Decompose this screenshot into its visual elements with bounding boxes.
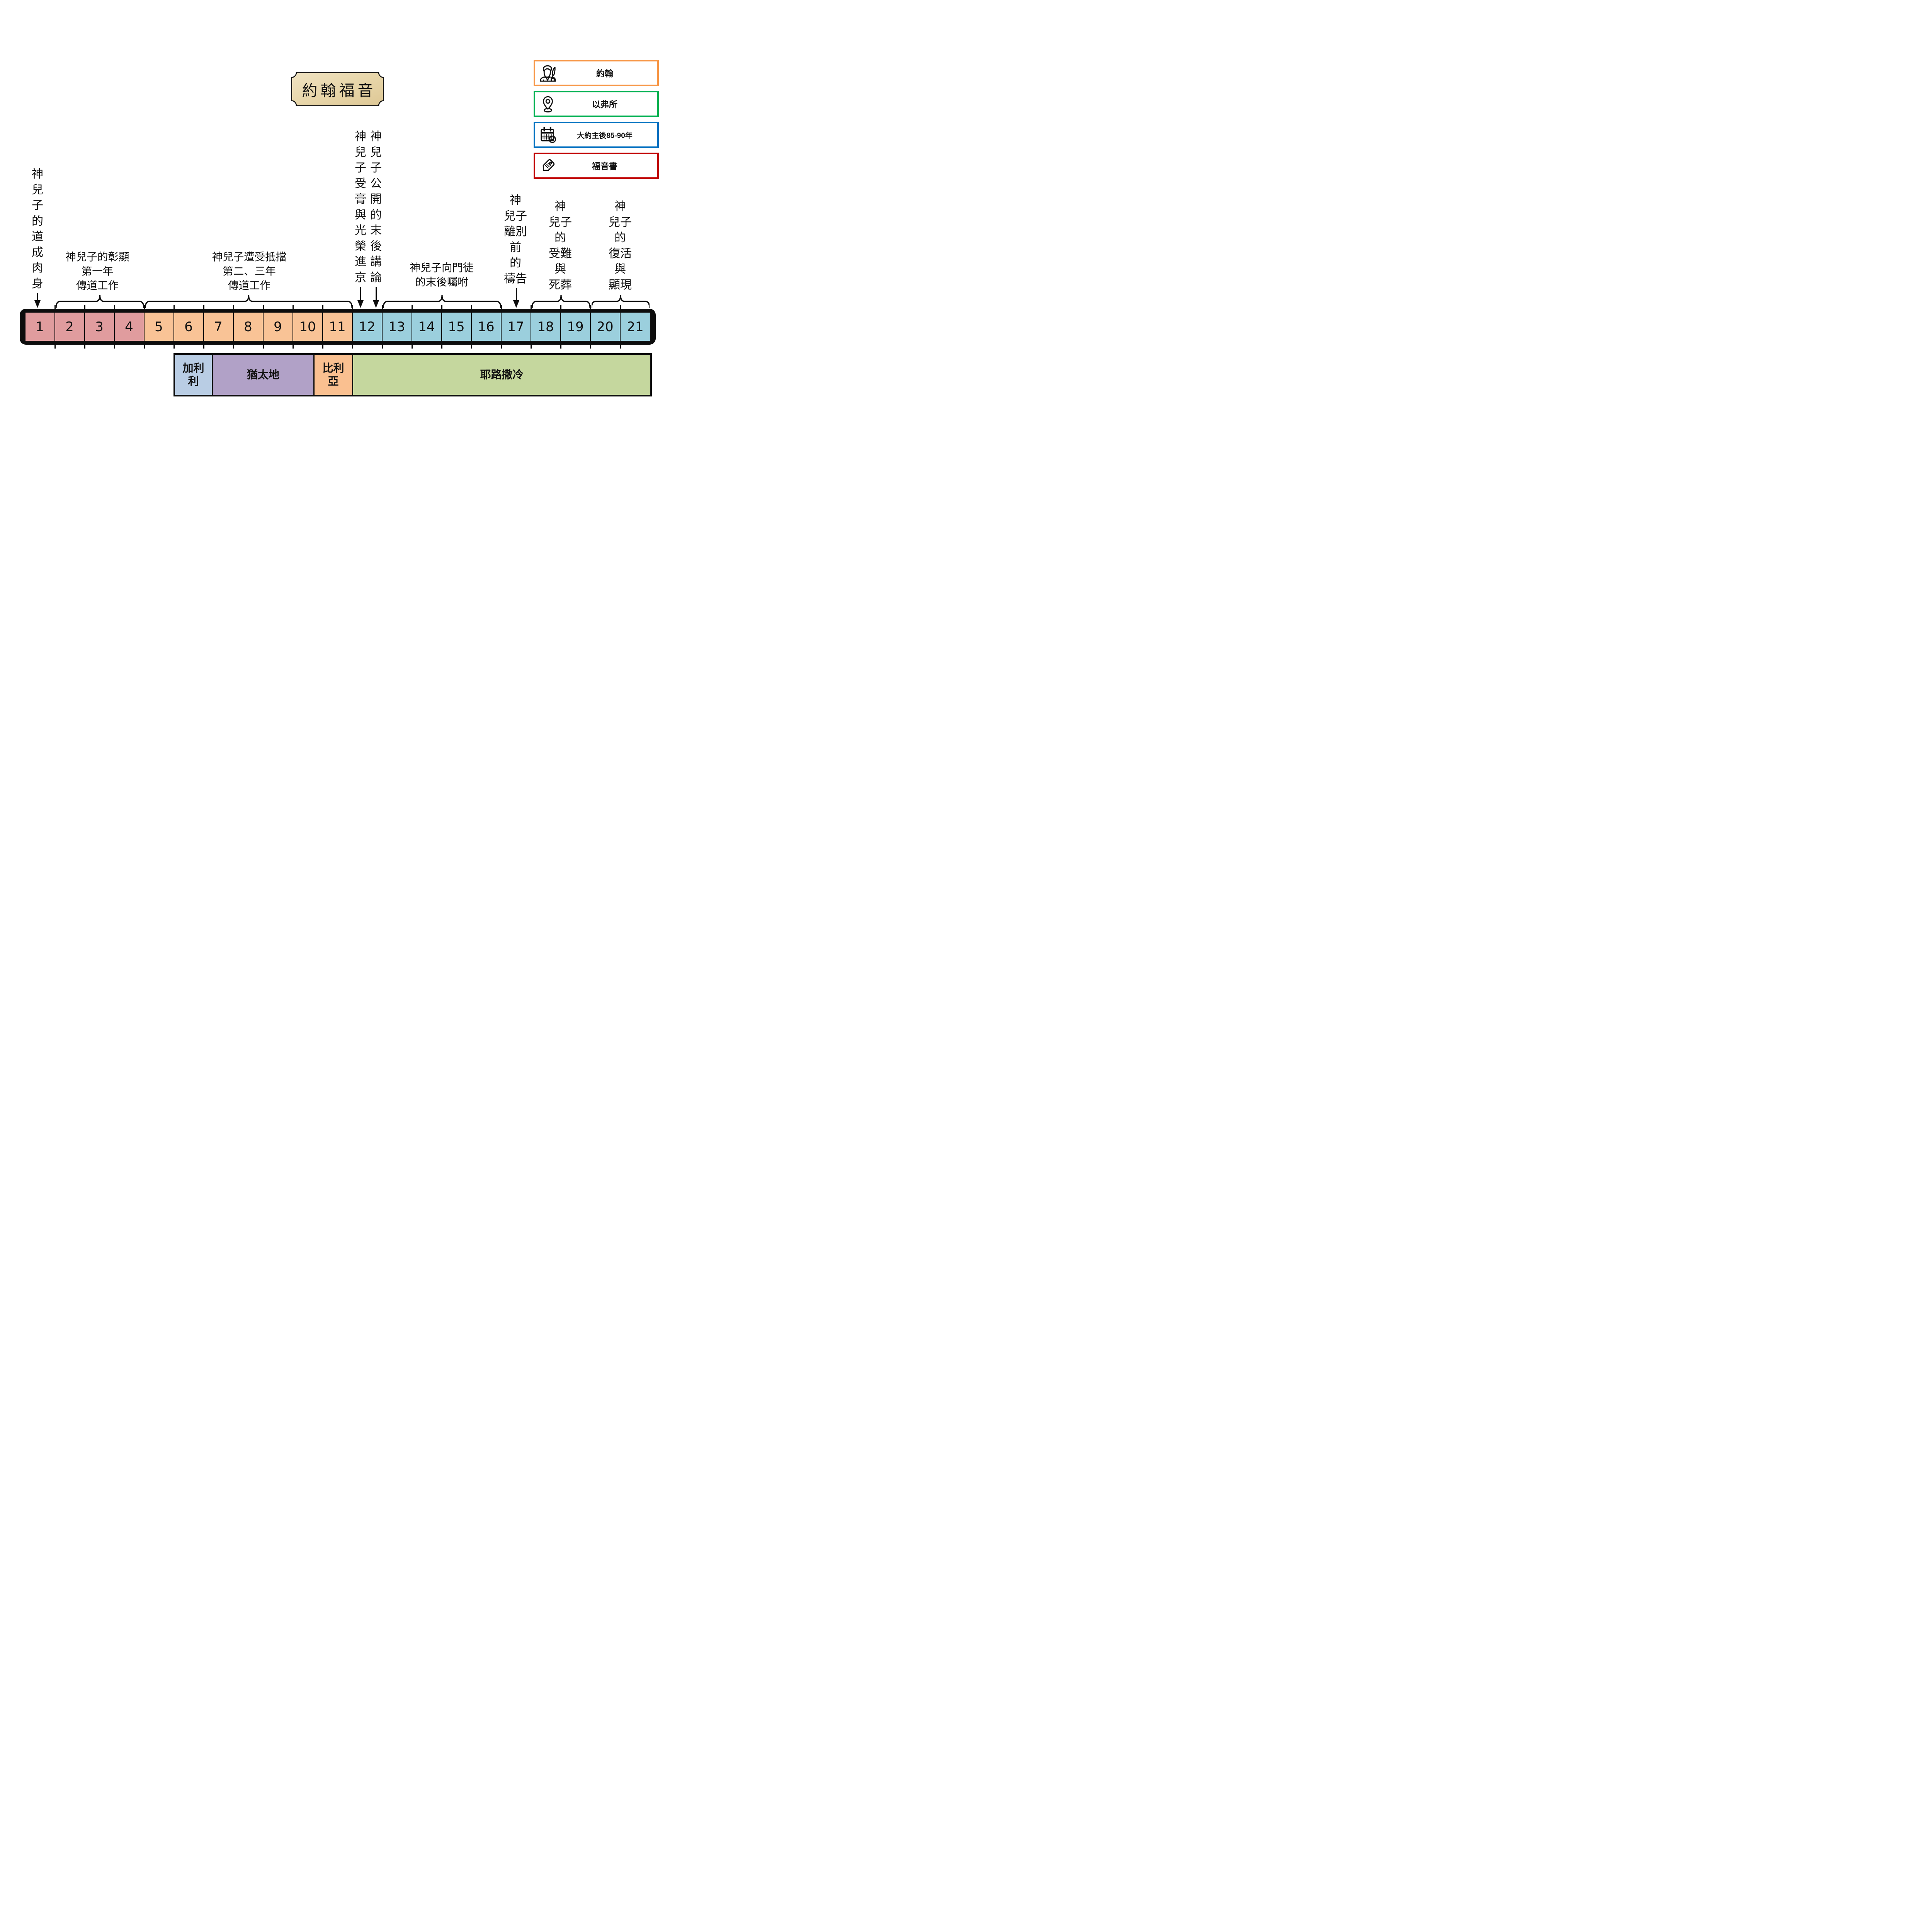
plaque-background [291,72,384,106]
chapter-cell-19: 19 [561,313,591,341]
brace-ch5-11 [144,295,353,310]
chapter-number: 20 [597,319,614,335]
chapter-number: 13 [388,319,405,335]
departing-prayer-label-arrow [515,288,517,300]
chapter-cell-6: 6 [174,313,204,341]
location-bar: 加利 利猶太地比利 亞耶路撒冷 [173,353,652,396]
chapter-cell-11: 11 [323,313,353,341]
brace-ch18-19 [531,295,591,310]
chapter-number: 16 [478,319,495,335]
location-segment-perea: 比利 亞 [313,355,352,395]
first-year-label: 神兒子的彰顯 第一年 傳道工作 [65,251,129,291]
chapter-cell-14: 14 [412,313,442,341]
legend-author-label: 約翰 [596,69,613,78]
chapter-cell-17: 17 [501,313,531,341]
chapter-cell-2: 2 [55,313,85,341]
chapter-number: 12 [359,319,376,335]
chapter-cell-3: 3 [85,313,115,341]
chapter-cell-21: 21 [620,313,650,341]
chapter-cell-5: 5 [144,313,174,341]
departing-prayer-label-arrowhead [513,300,519,308]
chapter-number: 5 [155,319,163,335]
chapter-number: 15 [448,319,465,335]
chapter-number: 9 [274,319,282,335]
legend-category-label: 福音書 [592,162,617,171]
opposition-label: 神兒子遭受抵擋 第二、三年 傳道工作 [212,251,287,291]
location-segment-galilee: 加利 利 [175,355,212,395]
location-segment-judea: 猶太地 [212,355,313,395]
calendar-icon [539,126,557,144]
chapter-cell-18: 18 [531,313,561,341]
incarnation-label-arrowhead [34,300,41,308]
tag-icon [539,157,557,175]
anointing-entry-label-arrow [360,287,361,300]
chapter-number: 4 [125,319,133,335]
author-icon [539,64,557,82]
legend-place-box: 以弗所 [534,91,659,117]
legend-date-box: 大約主後85-90年 [534,122,659,148]
chapter-cell-15: 15 [442,313,472,341]
chapter-number: 3 [95,319,104,335]
chapter-number: 19 [567,319,584,335]
brace-ch20-21 [590,295,650,310]
chapter-cell-8: 8 [233,313,264,341]
brace-ch2-4 [55,295,145,310]
public-discourse-label: 神 兒 子 公 開 的 末 後 講 論 [370,130,382,284]
legend-author-box: 約翰 [534,60,659,86]
chapter-number: 14 [418,319,435,335]
chapter-number: 10 [299,319,316,335]
public-discourse-label-arrowhead [372,300,379,308]
chapter-cell-10: 10 [293,313,323,341]
title-plaque: 約翰福音 [291,72,384,106]
chapter-number: 21 [627,319,644,335]
chapter-number: 17 [507,319,524,335]
page-title: 約翰福音 [302,82,376,99]
public-discourse-label-arrow [375,287,377,300]
final-charge-label: 神兒子向門徒 的末後囑咐 [410,262,474,288]
legend-date-label: 大約主後85-90年 [577,131,633,140]
location-pin-icon [539,95,557,113]
suffering-label: 神 兒子 的 受難 與 死葬 [549,200,572,291]
chapter-number: 1 [36,319,44,335]
departing-prayer-label: 神 兒子 離別 前 的 禱告 [504,194,527,285]
incarnation-label: 神 兒 子 的 道 成 肉 身 [32,168,43,290]
chapter-cell-13: 13 [382,313,412,341]
chapter-number: 11 [329,319,346,335]
chapter-cell-16: 16 [471,313,502,341]
chapter-number: 8 [244,319,252,335]
chapter-cell-4: 4 [114,313,145,341]
location-segment-jerusalem: 耶路撒冷 [352,355,650,395]
chapter-cell-12: 12 [352,313,383,341]
chapter-cell-7: 7 [204,313,234,341]
chapter-number: 18 [537,319,554,335]
chapter-cell-9: 9 [263,313,293,341]
chapter-number: 2 [65,319,74,335]
legend-place-label: 以弗所 [592,100,617,109]
chapter-number: 6 [184,319,193,335]
anointing-entry-label: 神 兒 子 受 膏 與 光 榮 進 京 [355,130,366,284]
legend-category-box: 福音書 [534,153,659,179]
chapter-number: 7 [214,319,223,335]
chapter-cell-1: 1 [25,313,55,341]
anointing-entry-label-arrowhead [357,300,364,308]
brace-ch13-16 [382,295,502,310]
gospel-of-john-timeline-diagram: 約翰福音 約翰 以弗所 [0,0,678,479]
chapter-cell-20: 20 [590,313,621,341]
incarnation-label-arrow [37,293,39,300]
resurrection-label: 神 兒子 的 復活 與 顯現 [609,200,632,291]
